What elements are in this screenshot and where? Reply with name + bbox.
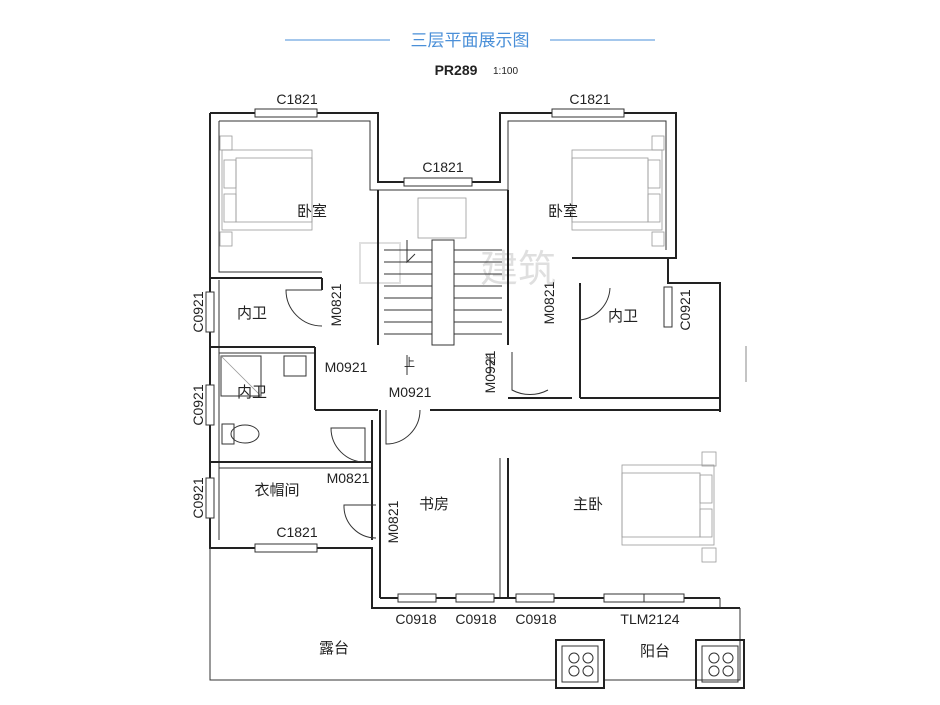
room-cloakroom: 衣帽间 xyxy=(254,481,299,499)
label-door-right-bath: M0821 xyxy=(541,281,557,324)
watermark: 建筑 xyxy=(359,242,556,291)
label-door-bedroom-right: M0921 xyxy=(482,350,498,393)
label-win-top-left: C1821 xyxy=(276,91,317,107)
label-win-study-2: C0918 xyxy=(455,611,496,627)
label-win-left-2: C0921 xyxy=(190,384,206,425)
window-left-1 xyxy=(205,291,215,333)
plan-scale: 1:100 xyxy=(493,66,518,77)
label-win-left-1: C0921 xyxy=(190,291,206,332)
room-study: 书房 xyxy=(419,495,449,513)
watermark-text: 建筑 xyxy=(480,247,556,291)
window-left-3 xyxy=(205,477,215,519)
label-stair-down: 下 xyxy=(485,356,496,369)
washbasin xyxy=(283,355,307,377)
page-title: 三层平面展示图 xyxy=(411,31,530,51)
window-study-1 xyxy=(397,593,437,603)
door-bedroom-right-swing xyxy=(511,352,549,396)
door-bath2-swing xyxy=(330,427,366,463)
room-terrace: 露台 xyxy=(319,639,349,657)
door-corridor-swing xyxy=(385,409,421,445)
shower xyxy=(220,355,262,397)
doors xyxy=(285,286,611,539)
room-bedroom-right: 卧室 xyxy=(548,202,578,220)
window-left-2 xyxy=(205,384,215,426)
window-stair xyxy=(403,177,473,187)
furniture xyxy=(219,135,745,689)
label-win-left-3: C0921 xyxy=(190,477,206,518)
window-top-left xyxy=(254,108,318,118)
bed-right xyxy=(571,135,665,247)
label-door-corridor: M0921 xyxy=(389,384,432,400)
window-top-right xyxy=(551,108,625,118)
label-door-bath1-lower: M0921 xyxy=(325,359,368,375)
room-bath-2: 内卫 xyxy=(237,383,267,401)
toilet xyxy=(221,423,260,445)
door-study-swing xyxy=(343,504,377,539)
label-win-stair: C1821 xyxy=(422,159,463,175)
room-bath-right: 内卫 xyxy=(608,307,638,325)
label-door-balcony: TLM2124 xyxy=(620,611,679,627)
label-win-top-right: C1821 xyxy=(569,91,610,107)
room-bedroom-left: 卧室 xyxy=(297,202,327,220)
label-win-study-1: C0918 xyxy=(395,611,436,627)
label-win-right: C0921 xyxy=(677,289,693,330)
plan-code: PR289 xyxy=(435,62,478,78)
planter-left xyxy=(555,639,605,689)
planter-right xyxy=(695,639,745,689)
staircase xyxy=(384,197,502,375)
windows xyxy=(205,108,685,603)
door-bath1-swing xyxy=(285,289,323,327)
bed-master xyxy=(621,451,717,563)
room-balcony: 阳台 xyxy=(640,642,670,660)
room-labels: 卧室 卧室 内卫 内卫 内卫 衣帽间 书房 主卧 露台 阳台 xyxy=(237,202,670,660)
label-door-bath2: M0821 xyxy=(327,470,370,486)
door-right-bath-swing xyxy=(579,286,611,321)
label-stair-up: 上 xyxy=(404,356,415,369)
label-door-study: M0821 xyxy=(385,500,401,543)
label-win-cloak: C1821 xyxy=(276,524,317,540)
label-door-bath1: M0821 xyxy=(328,283,344,326)
window-cloak xyxy=(254,543,318,553)
bed-left xyxy=(219,135,313,247)
window-study-2 xyxy=(455,593,495,603)
window-master xyxy=(515,593,555,603)
room-master-bedroom: 主卧 xyxy=(573,495,603,513)
window-right xyxy=(663,286,673,328)
code-labels: C1821 C1821 C1821 C1821 C0921 C0921 C092… xyxy=(190,91,693,627)
label-win-master: C0918 xyxy=(515,611,556,627)
room-bath-1: 内卫 xyxy=(237,304,267,322)
